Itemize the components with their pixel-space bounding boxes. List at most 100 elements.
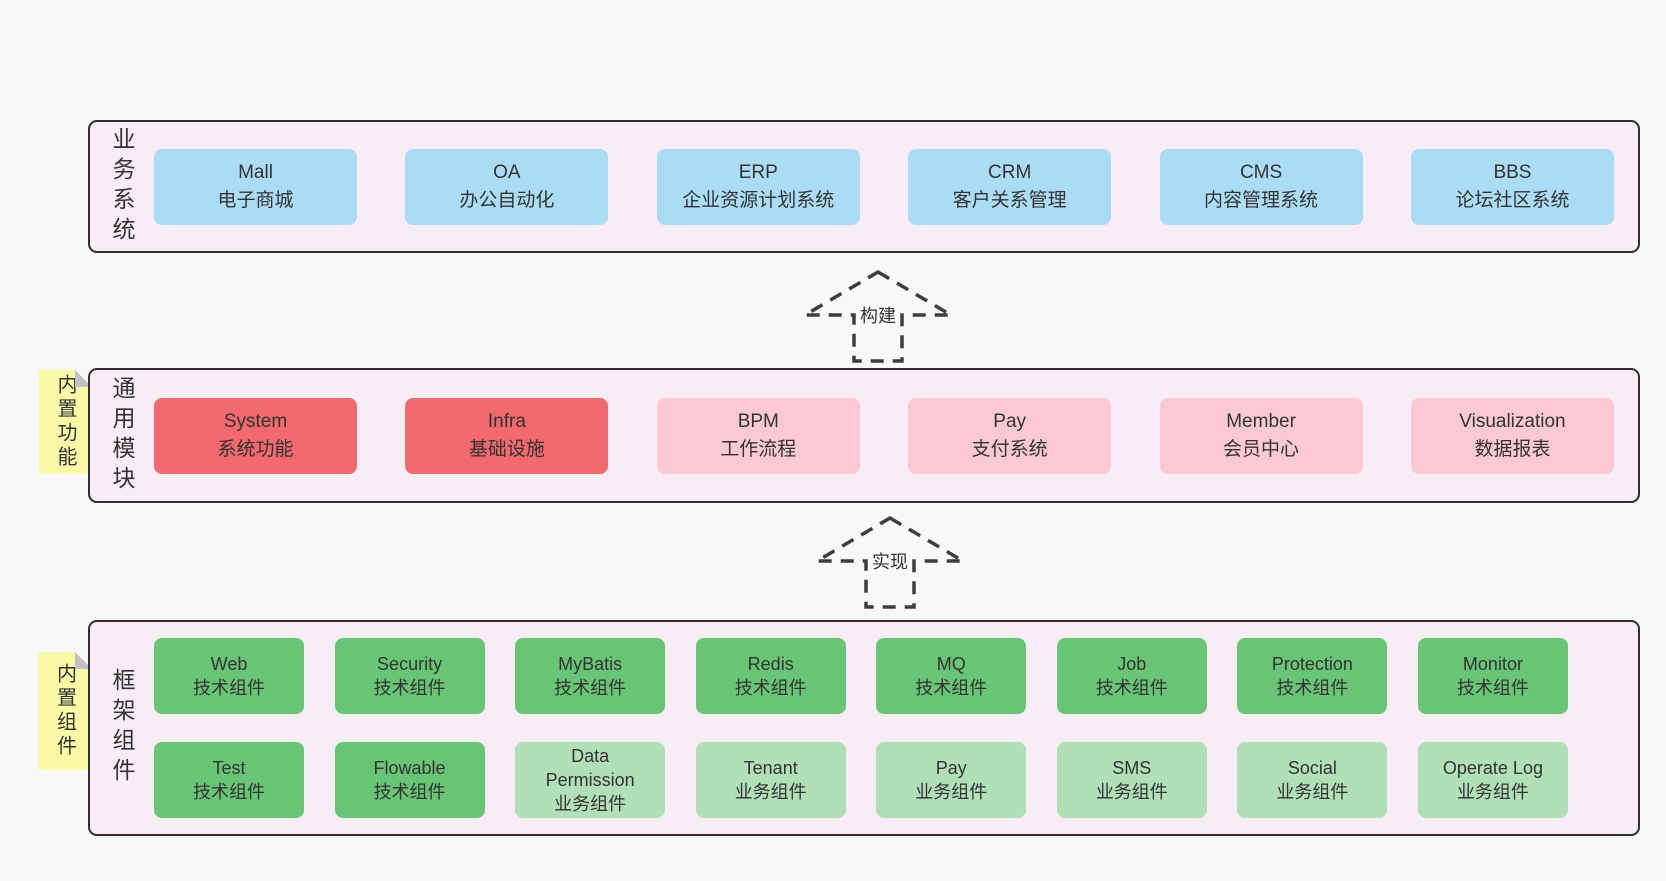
- layer-title: 通用模块: [109, 375, 135, 496]
- box-desc: 技术组件: [1095, 678, 1168, 698]
- box-job: Job 技术组件: [1056, 638, 1207, 714]
- box-name: Pay: [935, 758, 967, 778]
- box-name: ERP: [738, 161, 778, 183]
- box-web: Web 技术组件: [154, 638, 304, 714]
- box-bbs: BBS 论坛社区系统: [1410, 148, 1614, 225]
- box-name: MyBatis: [558, 654, 623, 674]
- box-test: Test 技术组件: [154, 742, 304, 818]
- box-desc: 基础设施: [468, 438, 545, 460]
- box-flowable: Flowable 技术组件: [334, 742, 485, 818]
- box-name: Redis: [747, 654, 794, 674]
- box-name: Test: [212, 758, 246, 778]
- box-mybatis: MyBatis 技术组件: [515, 638, 666, 714]
- box-name: Web: [210, 654, 248, 674]
- layer-title: 框架组件: [109, 668, 135, 788]
- box-row: Mall 电子商城 OA 办公自动化 ERP 企业资源计划系统 CRM 客户关系…: [154, 122, 1638, 251]
- box-desc: 技术组件: [915, 678, 988, 698]
- box-mall: Mall 电子商城: [154, 148, 357, 225]
- box-row: Web 技术组件 Security 技术组件 MyBatis 技术组件 Redi…: [154, 638, 1568, 714]
- box-desc: 业务组件: [1456, 782, 1529, 802]
- box-member: Member 会员中心: [1159, 397, 1363, 474]
- box-name: Social: [1287, 758, 1337, 778]
- layer-framework-components: 框架组件 Web 技术组件 Security 技术组件 MyBatis 技术组件…: [88, 620, 1640, 836]
- box-name: Tenant: [743, 758, 798, 778]
- box-oa: OA 办公自动化: [405, 148, 609, 225]
- box-row: Test 技术组件 Flowable 技术组件 Data Permission …: [154, 742, 1568, 818]
- box-desc: 办公自动化: [459, 189, 555, 211]
- box-desc: 业务组件: [554, 794, 627, 814]
- box-infra: Infra 基础设施: [405, 397, 609, 474]
- box-desc: 工作流程: [720, 438, 797, 460]
- layer-common-modules: 通用模块 System 系统功能 Infra 基础设施 BPM 工作流程 Pay…: [88, 368, 1640, 503]
- box-name: MQ: [936, 654, 966, 674]
- box-data-permission: Data Permission 业务组件: [515, 742, 666, 818]
- box-name: SMS: [1112, 758, 1152, 778]
- box-operate-log: Operate Log 业务组件: [1417, 742, 1568, 818]
- box-name: Flowable: [373, 758, 446, 778]
- sticky-note-label: 内置组件: [53, 663, 76, 759]
- box-system: System 系统功能: [154, 397, 357, 474]
- sticky-note-label: 内置功能: [54, 374, 76, 470]
- box-name: BBS: [1493, 161, 1532, 183]
- box-desc: 会员中心: [1223, 438, 1300, 460]
- box-desc: 业务组件: [1276, 782, 1349, 802]
- sticky-note-builtin-components: 内置组件: [38, 652, 92, 770]
- box-crm: CRM 客户关系管理: [908, 148, 1112, 225]
- box-desc: 企业资源计划系统: [682, 189, 835, 211]
- arrow-implement: 实现: [810, 514, 970, 612]
- arrow-label: 实现: [869, 548, 911, 574]
- box-desc: 业务组件: [1095, 782, 1168, 802]
- layer-title: 业务系统: [109, 126, 135, 247]
- arrow-build: 构建: [798, 268, 958, 366]
- sticky-note-builtin-functions: 内置功能: [39, 370, 92, 474]
- box-desc: 客户关系管理: [952, 189, 1067, 211]
- box-tenant: Tenant 业务组件: [695, 742, 846, 818]
- dashed-up-arrow-icon: [798, 269, 958, 363]
- box-row: System 系统功能 Infra 基础设施 BPM 工作流程 Pay 支付系统…: [154, 370, 1638, 501]
- box-name: BPM: [737, 410, 779, 432]
- box-name: OA: [493, 161, 521, 183]
- box-social: Social 业务组件: [1237, 742, 1388, 818]
- box-erp: ERP 企业资源计划系统: [656, 148, 860, 225]
- box-name: System: [223, 410, 288, 432]
- box-name: Member: [1226, 410, 1296, 432]
- box-desc: 电子商城: [217, 189, 294, 211]
- box-protection: Protection 技术组件: [1237, 638, 1388, 714]
- box-sms: SMS 业务组件: [1056, 742, 1207, 818]
- box-security: Security 技术组件: [334, 638, 485, 714]
- box-monitor: Monitor 技术组件: [1417, 638, 1568, 714]
- box-name: Protection: [1271, 654, 1353, 674]
- box-bpm: BPM 工作流程: [656, 397, 860, 474]
- box-name: Pay: [993, 410, 1027, 432]
- box-desc: 支付系统: [971, 438, 1048, 460]
- box-grid: Web 技术组件 Security 技术组件 MyBatis 技术组件 Redi…: [154, 622, 1638, 834]
- layer-business-systems: 业务系统 Mall 电子商城 OA 办公自动化 ERP 企业资源计划系统 CRM…: [88, 120, 1640, 253]
- box-pay-module: Pay 支付系统: [908, 397, 1112, 474]
- box-cms: CMS 内容管理系统: [1159, 148, 1363, 225]
- box-desc: 技术组件: [554, 678, 627, 698]
- dashed-up-arrow-icon: [810, 515, 970, 609]
- box-pay-component: Pay 业务组件: [876, 742, 1027, 818]
- box-visualization: Visualization 数据报表: [1410, 397, 1614, 474]
- box-desc: 技术组件: [373, 782, 446, 802]
- box-desc: 技术组件: [193, 782, 265, 802]
- box-desc: 内容管理系统: [1204, 189, 1319, 211]
- box-name: Infra: [487, 410, 526, 432]
- box-desc: 技术组件: [1276, 678, 1349, 698]
- box-name: CRM: [988, 161, 1032, 183]
- box-name: Security: [377, 654, 443, 674]
- box-name: Visualization: [1459, 410, 1566, 432]
- box-name: Job: [1117, 654, 1147, 674]
- box-name: CMS: [1239, 161, 1283, 183]
- box-mq: MQ 技术组件: [876, 638, 1027, 714]
- box-name: Mall: [238, 161, 273, 183]
- box-desc: 系统功能: [217, 438, 294, 460]
- box-redis: Redis 技术组件: [695, 638, 846, 714]
- box-desc: 论坛社区系统: [1455, 189, 1570, 211]
- box-desc: 数据报表: [1474, 438, 1551, 460]
- arrow-label: 构建: [857, 302, 899, 328]
- box-desc: 技术组件: [193, 678, 265, 698]
- box-desc: 业务组件: [915, 782, 988, 802]
- box-desc: 技术组件: [373, 678, 446, 698]
- box-name: Monitor: [1462, 654, 1523, 674]
